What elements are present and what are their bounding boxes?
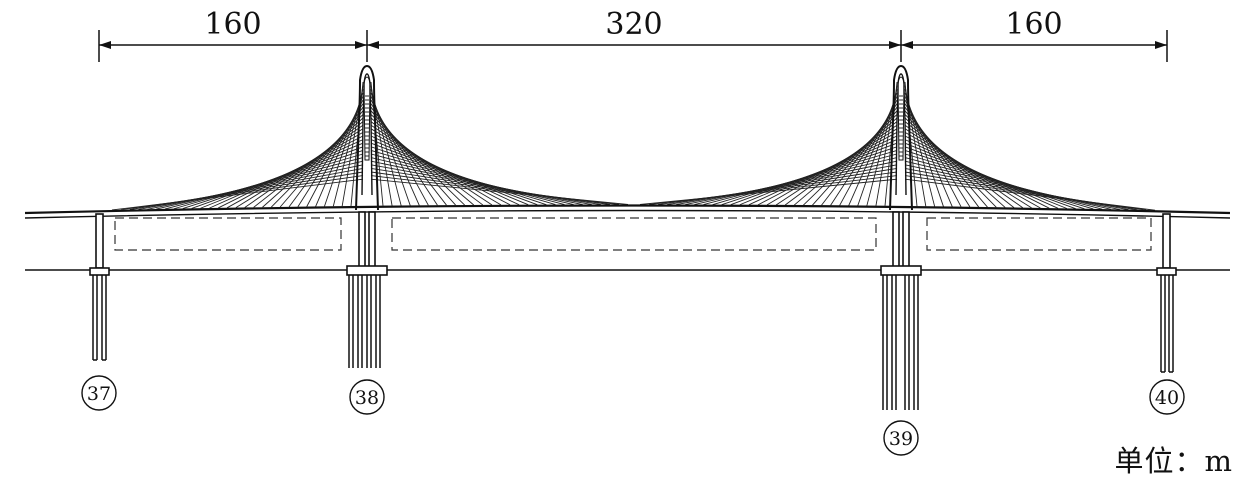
stay-cable [253, 121, 364, 208]
svg-text:39: 39 [889, 428, 913, 450]
stay-cable [793, 117, 898, 206]
pier-label-40: 40 [1149, 379, 1185, 415]
stay-cable [164, 157, 364, 210]
stay-cable [370, 103, 438, 206]
bridge-deck [24, 204, 1231, 219]
stay-cable [904, 153, 1094, 210]
stay-cable [904, 114, 997, 208]
pier-columns [95, 211, 1171, 269]
stay-cable [370, 149, 556, 206]
stay-cables [111, 81, 1156, 211]
stay-cable [262, 117, 364, 208]
stay-cable [370, 121, 484, 206]
stay-cable [279, 110, 364, 208]
tower-39 [889, 64, 913, 211]
stay-cable [667, 167, 898, 205]
stay-cable [370, 110, 456, 206]
stay-cable [370, 153, 565, 206]
stay-cable [812, 110, 898, 206]
stay-cable [803, 114, 898, 206]
svg-text:40: 40 [1155, 387, 1179, 409]
left-span-label: 160 [204, 7, 261, 42]
stay-cable [370, 117, 475, 206]
right-span-label: 160 [1005, 7, 1062, 42]
stay-cable [904, 178, 1156, 211]
stay-cable [370, 160, 583, 205]
pier-label-39: 39 [883, 420, 919, 456]
stay-cable [370, 157, 574, 205]
stay-cable [821, 106, 898, 206]
pier-label-38: 38 [349, 379, 385, 415]
stay-cable [297, 103, 364, 207]
stay-cable [639, 178, 898, 205]
stay-cable [904, 121, 1015, 208]
stay-cable [904, 164, 1120, 210]
stay-cable [904, 160, 1112, 210]
stay-cable [712, 149, 898, 206]
piles [92, 275, 1174, 410]
stay-cable [147, 164, 364, 210]
stay-cable [904, 81, 918, 207]
dimension-line [98, 30, 1168, 62]
stay-cable [370, 114, 465, 206]
stay-cable [370, 81, 384, 206]
stay-cable [694, 157, 898, 206]
stay-cable [370, 164, 592, 205]
main-span-label: 320 [605, 7, 662, 42]
stay-cable [784, 121, 898, 206]
stay-cable [904, 106, 980, 208]
stay-cable [685, 160, 898, 206]
deck-dashed-boxes [114, 217, 1152, 251]
unit-value: m [1204, 444, 1233, 478]
pile-caps [89, 265, 1177, 276]
stay-cable [173, 153, 364, 210]
stay-cable [904, 103, 971, 208]
stay-cable [350, 81, 364, 207]
pier-label-37: 37 [81, 375, 117, 411]
unit-note: 单位：m [1114, 438, 1233, 480]
stay-cable [111, 178, 364, 211]
stay-cable [904, 149, 1085, 210]
stay-cable [370, 167, 601, 205]
stay-cable [884, 81, 898, 206]
stay-cable [830, 103, 898, 206]
stay-cable [288, 106, 364, 208]
stay-cable [703, 153, 898, 206]
stay-cable [904, 117, 1006, 208]
svg-text:37: 37 [87, 383, 111, 405]
unit-label: 单位： [1114, 444, 1205, 478]
stay-cable [370, 178, 629, 205]
stay-cable [182, 149, 364, 210]
stay-cable [271, 114, 364, 208]
tower-38 [355, 64, 379, 211]
svg-text:38: 38 [355, 387, 379, 409]
stay-cable [676, 164, 898, 205]
stay-cable [370, 106, 447, 206]
stay-cable [156, 160, 364, 210]
stay-cable [904, 157, 1103, 210]
stay-cable [904, 110, 988, 208]
